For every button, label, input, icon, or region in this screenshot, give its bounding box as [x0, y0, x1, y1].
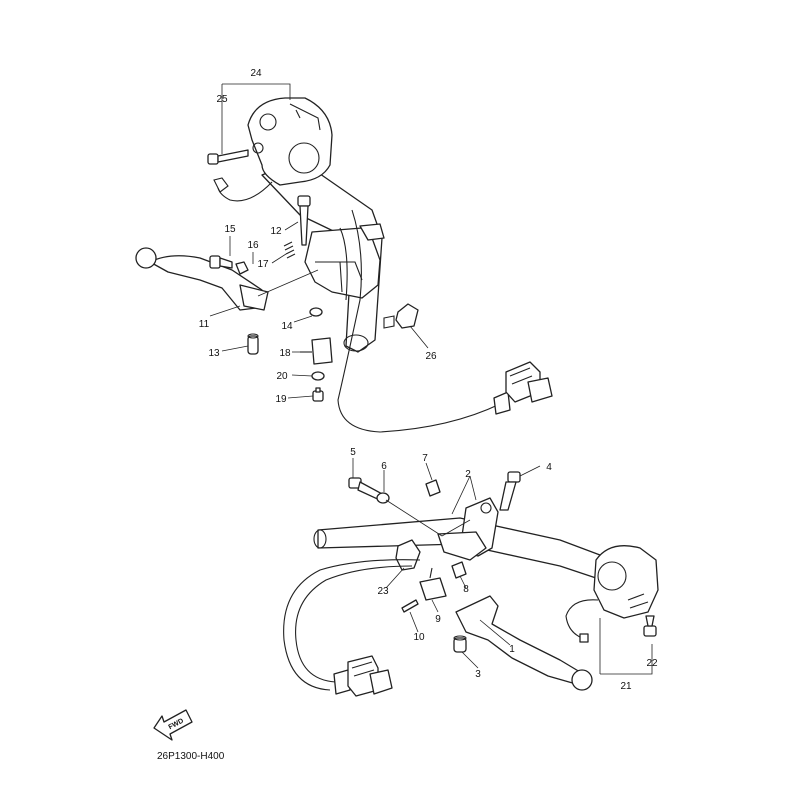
clutch-switch-plunger — [429, 567, 433, 579]
switch-housing-detail — [289, 103, 321, 131]
callout-1: 1 — [509, 644, 515, 655]
callout-9: 9 — [435, 614, 441, 625]
lever-pivot — [239, 284, 269, 311]
fwd-arrow: FWD — [153, 709, 193, 741]
lever-holder-bracket — [437, 531, 487, 561]
master-cylinder-reservoir — [359, 223, 385, 241]
callout-7: 7 — [422, 453, 428, 464]
callout-2: 2 — [465, 469, 471, 480]
master-cylinder-detail — [315, 261, 363, 293]
callout-17: 17 — [257, 259, 269, 270]
washer-6 — [376, 492, 390, 504]
switch-wire — [217, 181, 273, 202]
switch-button — [259, 113, 277, 131]
switch-screw-hole — [252, 142, 264, 154]
callout-labels: 24 25 12 15 16 17 11 14 13 18 20 19 26 5… — [199, 68, 658, 692]
spring-17 — [283, 241, 296, 259]
callout-25: 25 — [216, 94, 228, 105]
washer-14 — [309, 307, 323, 317]
callout-12: 12 — [270, 226, 282, 237]
lower-switch-wire — [565, 599, 599, 639]
upper-connector — [493, 361, 553, 415]
bolt-12 — [297, 195, 311, 246]
switch-housing-upper — [247, 97, 333, 186]
leader-lines — [209, 83, 653, 675]
collar-13 — [247, 333, 259, 355]
callout-10: 10 — [413, 632, 425, 643]
callout-18: 18 — [279, 348, 291, 359]
upper-assembly — [135, 97, 553, 433]
callout-19: 19 — [275, 394, 287, 405]
callout-5: 5 — [350, 447, 356, 458]
callout-11: 11 — [199, 319, 210, 330]
callout-22: 22 — [646, 658, 658, 669]
callout-16: 16 — [247, 240, 259, 251]
lever-holder-hole — [480, 502, 492, 514]
switch-cable-upper-2 — [339, 227, 348, 301]
lever-ball-end — [135, 247, 157, 269]
washer-20 — [311, 371, 325, 381]
switch-cable-upper — [337, 209, 501, 433]
clutch-switch-9 — [419, 577, 447, 601]
clutch-lever-ball-end — [571, 669, 593, 691]
nut-8 — [451, 561, 467, 579]
bolt-15 — [209, 255, 233, 269]
callout-14: 14 — [281, 321, 293, 332]
upper-handlebar-tube — [261, 159, 383, 353]
callout-21: 21 — [620, 681, 632, 692]
lower-switch-cable-2 — [295, 565, 413, 683]
screw-10 — [401, 599, 419, 613]
brake-switch-18 — [311, 337, 333, 365]
front-brake-lever — [149, 255, 263, 311]
callout-26: 26 — [425, 351, 437, 362]
clamp-23 — [395, 539, 421, 571]
clamp-26-detail — [383, 315, 395, 329]
handlebar-end — [343, 334, 369, 352]
screw-19 — [312, 387, 324, 402]
switch-housing-lower-detail — [627, 593, 649, 609]
callout-8: 8 — [463, 584, 469, 595]
callout-23: 23 — [377, 586, 389, 597]
switch-housing-bore — [288, 142, 320, 174]
screw-22 — [643, 615, 657, 637]
lower-switch-cable — [283, 559, 421, 691]
wire-terminal — [213, 177, 229, 193]
lower-wire-terminal — [579, 633, 589, 643]
callout-20: 20 — [276, 371, 288, 382]
screw-25 — [207, 149, 249, 165]
callout-15: 15 — [224, 224, 236, 235]
drawing-code: 26P1300-H400 — [157, 751, 225, 762]
switch-housing-lower-bore — [597, 561, 627, 591]
clamp-26 — [395, 303, 419, 329]
screw-7 — [425, 479, 441, 497]
lower-tube-end — [313, 529, 327, 549]
callout-13: 13 — [208, 348, 220, 359]
fwd-arrow-icon — [153, 709, 193, 741]
bolt-4 — [499, 471, 521, 511]
callout-4: 4 — [546, 462, 552, 473]
nut-16 — [235, 261, 249, 275]
switch-housing-lower — [593, 545, 659, 619]
callout-3: 3 — [475, 669, 481, 680]
callout-24: 24 — [250, 68, 262, 79]
lower-assembly — [283, 471, 659, 697]
collar-3 — [453, 635, 467, 653]
callout-6: 6 — [381, 461, 387, 472]
lower-connector — [333, 655, 393, 697]
